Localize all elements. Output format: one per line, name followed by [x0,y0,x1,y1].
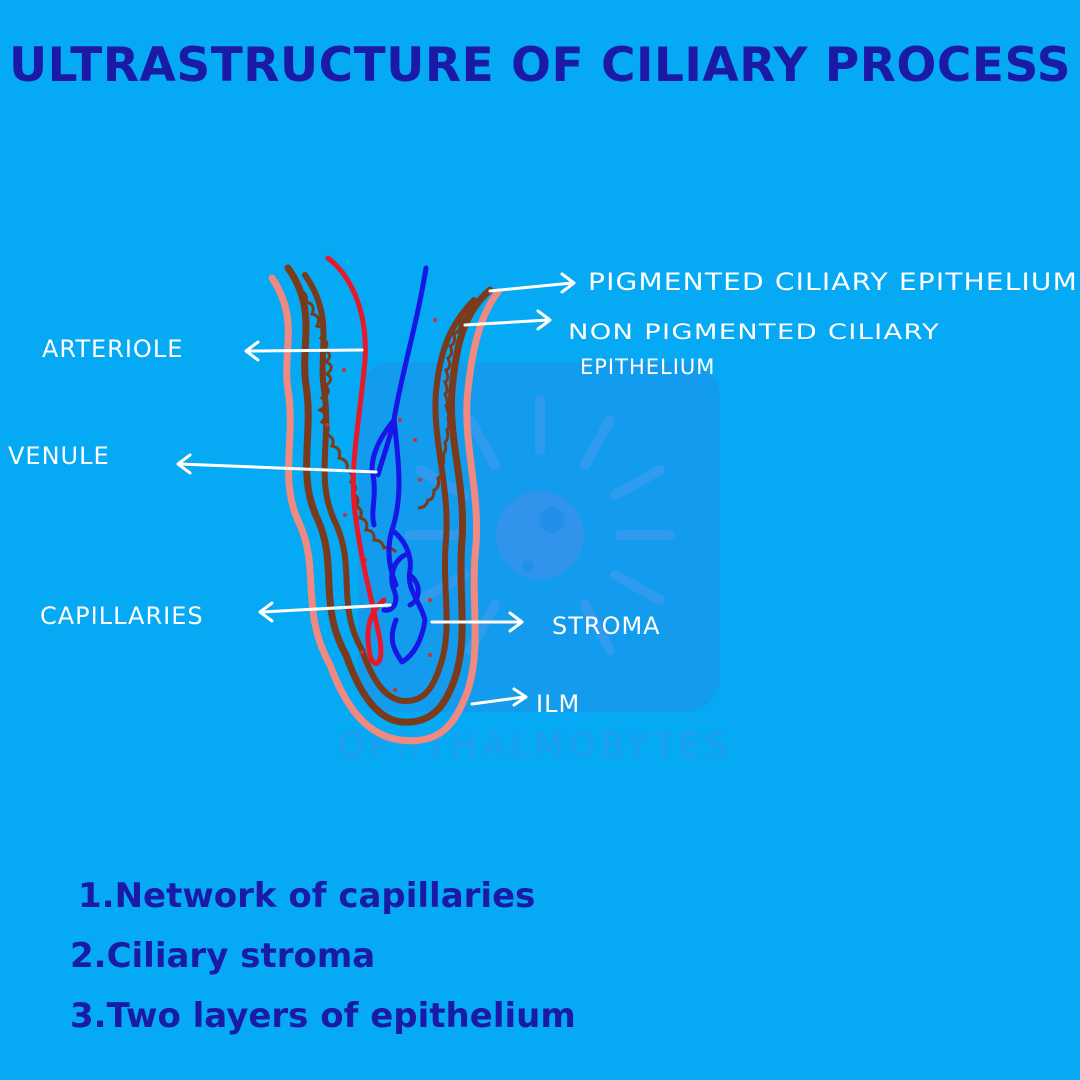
list-item-number: 1. [78,876,115,916]
capillaries-label: CAPILLARIES [40,602,204,630]
page-title: ULTRASTRUCTURE OF CILIARY PROCESS [8,38,1072,93]
list-item: 1.Network of capillaries [70,868,576,928]
eye-logo-icon [358,362,720,712]
arteriole-arrow [244,340,364,362]
stroma-dots [325,318,437,692]
nonpigmented-epithelium-right [417,299,480,510]
label-arrows [176,272,576,707]
list-item: 2.Ciliary stroma [70,928,576,988]
ilm-arrow [470,687,528,707]
pigmented-arrow [488,272,576,294]
capillaries-arrow [258,601,392,623]
list-item-text: Network of capillaries [114,876,536,916]
stroma-arrow [430,611,524,633]
pigmented-epithelium-inner [302,272,477,705]
nonpigmented-label-line1: NON PIGMENTED CILIARY [568,320,940,344]
list-item-number: 3. [70,996,107,1036]
list-item: 3.Two layers of epithelium [70,988,576,1048]
pigmented-epithelium-outer [284,264,494,726]
list-item-text: Ciliary stroma [106,936,376,976]
venule-arrow [176,453,378,475]
arteriole-label: ARTERIOLE [42,335,183,363]
venule-label: VENULE [8,442,110,470]
nonpigmented-epithelium-left [299,288,398,554]
venule-vessel [369,265,429,665]
watermark-text: OPHTHALMOBYTES [338,726,732,766]
nonpigmented-arrow [463,309,552,331]
list-item-number: 2. [70,936,107,976]
stroma-label: STROMA [552,612,661,640]
summary-list: 1.Network of capillaries 2.Ciliary strom… [70,868,576,1048]
pigmented-label: PIGMENTED CILIARY EPITHELIUM [588,268,1078,296]
list-item-text: Two layers of epithelium [106,996,576,1036]
ilm-layer [268,274,502,745]
ilm-label: ILM [536,690,580,718]
nonpigmented-label-line2: EPITHELIUM [580,355,715,379]
arteriole-vessel [325,255,387,666]
